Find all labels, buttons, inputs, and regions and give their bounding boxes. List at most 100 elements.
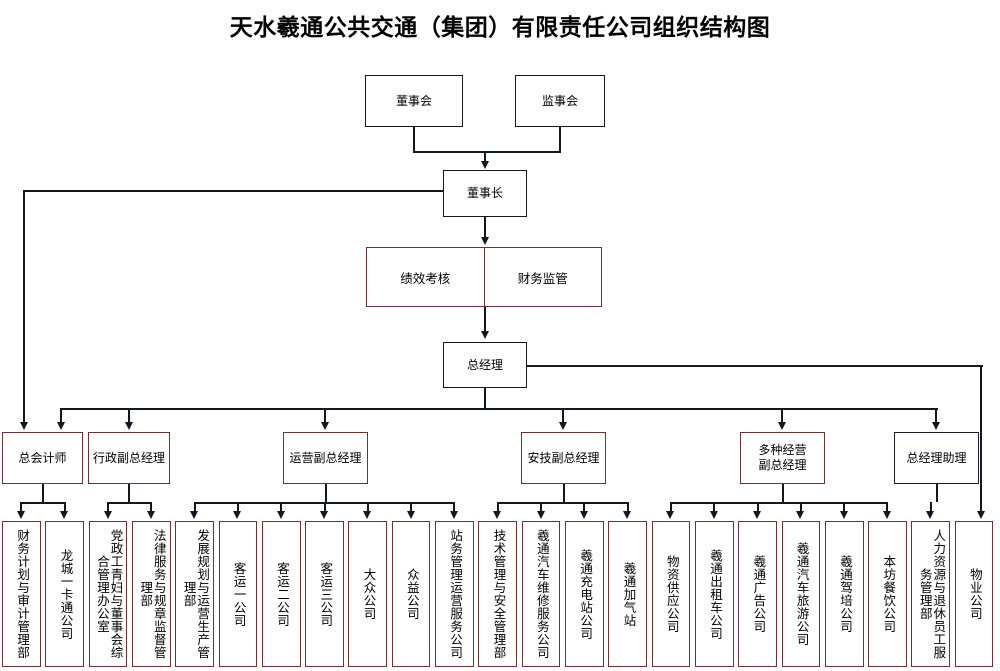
node-chief-accountant[interactable]: 总会计师	[2, 432, 83, 484]
connector-line	[935, 408, 937, 422]
node-general-manager[interactable]: 总经理	[443, 342, 527, 388]
node-gm-assistant[interactable]: 总经理助理	[894, 432, 979, 484]
connector-line	[61, 408, 938, 410]
connector-line	[107, 502, 109, 511]
node-admin-vgm[interactable]: 行政副总经理	[88, 432, 170, 484]
connector-line	[484, 151, 486, 162]
node-performance-finance-pair[interactable]: 绩效考核 财务监管	[366, 247, 602, 307]
node-label: 董事长	[466, 186, 503, 200]
node-dept-11[interactable]: 站务管理运营服务公司	[435, 521, 474, 667]
node-dept-08[interactable]: 客运三公司	[305, 521, 344, 667]
node-label: 羲通广告公司	[751, 555, 766, 633]
node-financial-supervision[interactable]: 财务监管	[485, 248, 602, 306]
connector-line	[150, 502, 153, 511]
arrow-head-icon	[558, 422, 567, 430]
connector-line	[527, 365, 983, 367]
node-dept-07[interactable]: 客运二公司	[261, 521, 301, 667]
node-dept-15[interactable]: 羲通加气站	[608, 521, 648, 667]
connector-line	[20, 502, 66, 504]
node-dept-06[interactable]: 客运一公司	[218, 521, 258, 667]
node-label: 总经理	[466, 357, 503, 372]
arrow-head-icon	[777, 422, 786, 430]
node-board-of-supervisors[interactable]: 监事会	[515, 75, 605, 127]
node-dept-17[interactable]: 羲通出租车公司	[694, 521, 734, 667]
node-dept-03[interactable]: 党政工青妇与董事会综合管理办公室	[88, 521, 128, 667]
connector-line	[128, 484, 130, 502]
connector-line	[799, 502, 802, 511]
node-label: 羲通加气站	[621, 561, 636, 627]
node-safety-tech-vgm[interactable]: 安技副总经理	[521, 432, 606, 484]
node-label: 客运一公司	[231, 561, 246, 627]
node-dept-19[interactable]: 羲通汽车旅游公司	[781, 521, 821, 667]
connector-line	[781, 408, 783, 422]
node-dept-10[interactable]: 众益公司	[391, 521, 431, 667]
node-dept-13[interactable]: 羲通汽车维修服务公司	[521, 521, 561, 667]
node-board-of-directors[interactable]: 董事会	[365, 75, 463, 127]
arrow-head-icon	[406, 511, 415, 519]
node-dept-02[interactable]: 龙城一卡通公司	[45, 521, 85, 667]
node-dept-22[interactable]: 人力资源与退休员工服务管理部	[911, 521, 951, 667]
connector-line	[886, 502, 889, 511]
node-dept-05[interactable]: 发展规划与运营生产管理部	[175, 521, 214, 667]
node-label: 客运三公司	[318, 561, 333, 627]
arrow-head-icon	[320, 511, 329, 519]
connector-line	[980, 365, 982, 511]
connector-line	[484, 388, 486, 408]
node-dept-20[interactable]: 羲通驾培公司	[824, 521, 864, 667]
connector-line	[626, 502, 629, 511]
arrow-head-icon	[363, 511, 372, 519]
node-ops-vgm[interactable]: 运营副总经理	[283, 432, 368, 484]
connector-line	[484, 307, 486, 331]
node-label: 行政副总经理	[92, 450, 165, 465]
node-diversified-vgm[interactable]: 多种经营副总经理	[740, 432, 825, 484]
node-label: 羲通汽车旅游公司	[794, 542, 809, 646]
connector-line	[20, 502, 23, 511]
connector-line	[128, 408, 130, 422]
node-dept-01[interactable]: 财务计划与审计管理部	[2, 521, 41, 667]
node-dept-18[interactable]: 羲通广告公司	[738, 521, 777, 667]
node-label: 羲通汽车维修服务公司	[534, 529, 549, 659]
node-label: 客运二公司	[274, 561, 289, 627]
node-dept-23[interactable]: 物业公司	[954, 521, 994, 667]
connector-line	[540, 502, 543, 511]
connector-line	[193, 502, 196, 511]
connector-line	[453, 502, 456, 511]
arrow-head-icon	[103, 511, 112, 519]
connector-line	[366, 502, 369, 511]
node-label: 羲通驾培公司	[837, 555, 852, 633]
arrow-head-icon	[976, 511, 985, 519]
node-dept-16[interactable]: 物资供应公司	[651, 521, 691, 667]
arrow-head-icon	[931, 422, 940, 430]
connector-line	[562, 484, 565, 502]
node-label: 总会计师	[18, 450, 67, 465]
arrow-head-icon	[56, 422, 65, 430]
node-performance-review[interactable]: 绩效考核	[367, 248, 485, 306]
node-label: 众益公司	[404, 568, 419, 620]
node-label: 多种经营副总经理	[758, 443, 807, 472]
arrow-head-icon	[666, 511, 675, 519]
node-label: 发展规划与运营生产管理部	[181, 529, 210, 659]
connector-line	[583, 502, 586, 511]
node-label: 龙城一卡通公司	[58, 548, 73, 640]
arrow-head-icon	[926, 511, 935, 519]
node-dept-04[interactable]: 法律服务与规章监督管理部	[131, 521, 171, 667]
arrow-head-icon	[320, 422, 329, 430]
connector-line	[843, 502, 846, 511]
arrow-head-icon	[190, 511, 199, 519]
arrow-head-icon	[16, 511, 25, 519]
connector-line	[562, 408, 564, 422]
node-label: 运营副总经理	[289, 450, 362, 465]
node-dept-12[interactable]: 技术管理与安全管理部	[478, 521, 518, 667]
arrow-head-icon	[449, 511, 458, 519]
node-label: 物业公司	[967, 568, 982, 620]
node-chairman[interactable]: 董事长	[443, 170, 527, 217]
node-dept-21[interactable]: 本坊餐饮公司	[868, 521, 907, 667]
arrow-head-icon	[276, 511, 285, 519]
node-dept-14[interactable]: 羲通充电站公司	[565, 521, 604, 667]
connector-line	[413, 151, 561, 153]
connector-line	[107, 502, 153, 504]
connector-line	[935, 484, 938, 502]
node-dept-09[interactable]: 大众公司	[348, 521, 388, 667]
node-label: 本坊餐饮公司	[881, 555, 896, 633]
